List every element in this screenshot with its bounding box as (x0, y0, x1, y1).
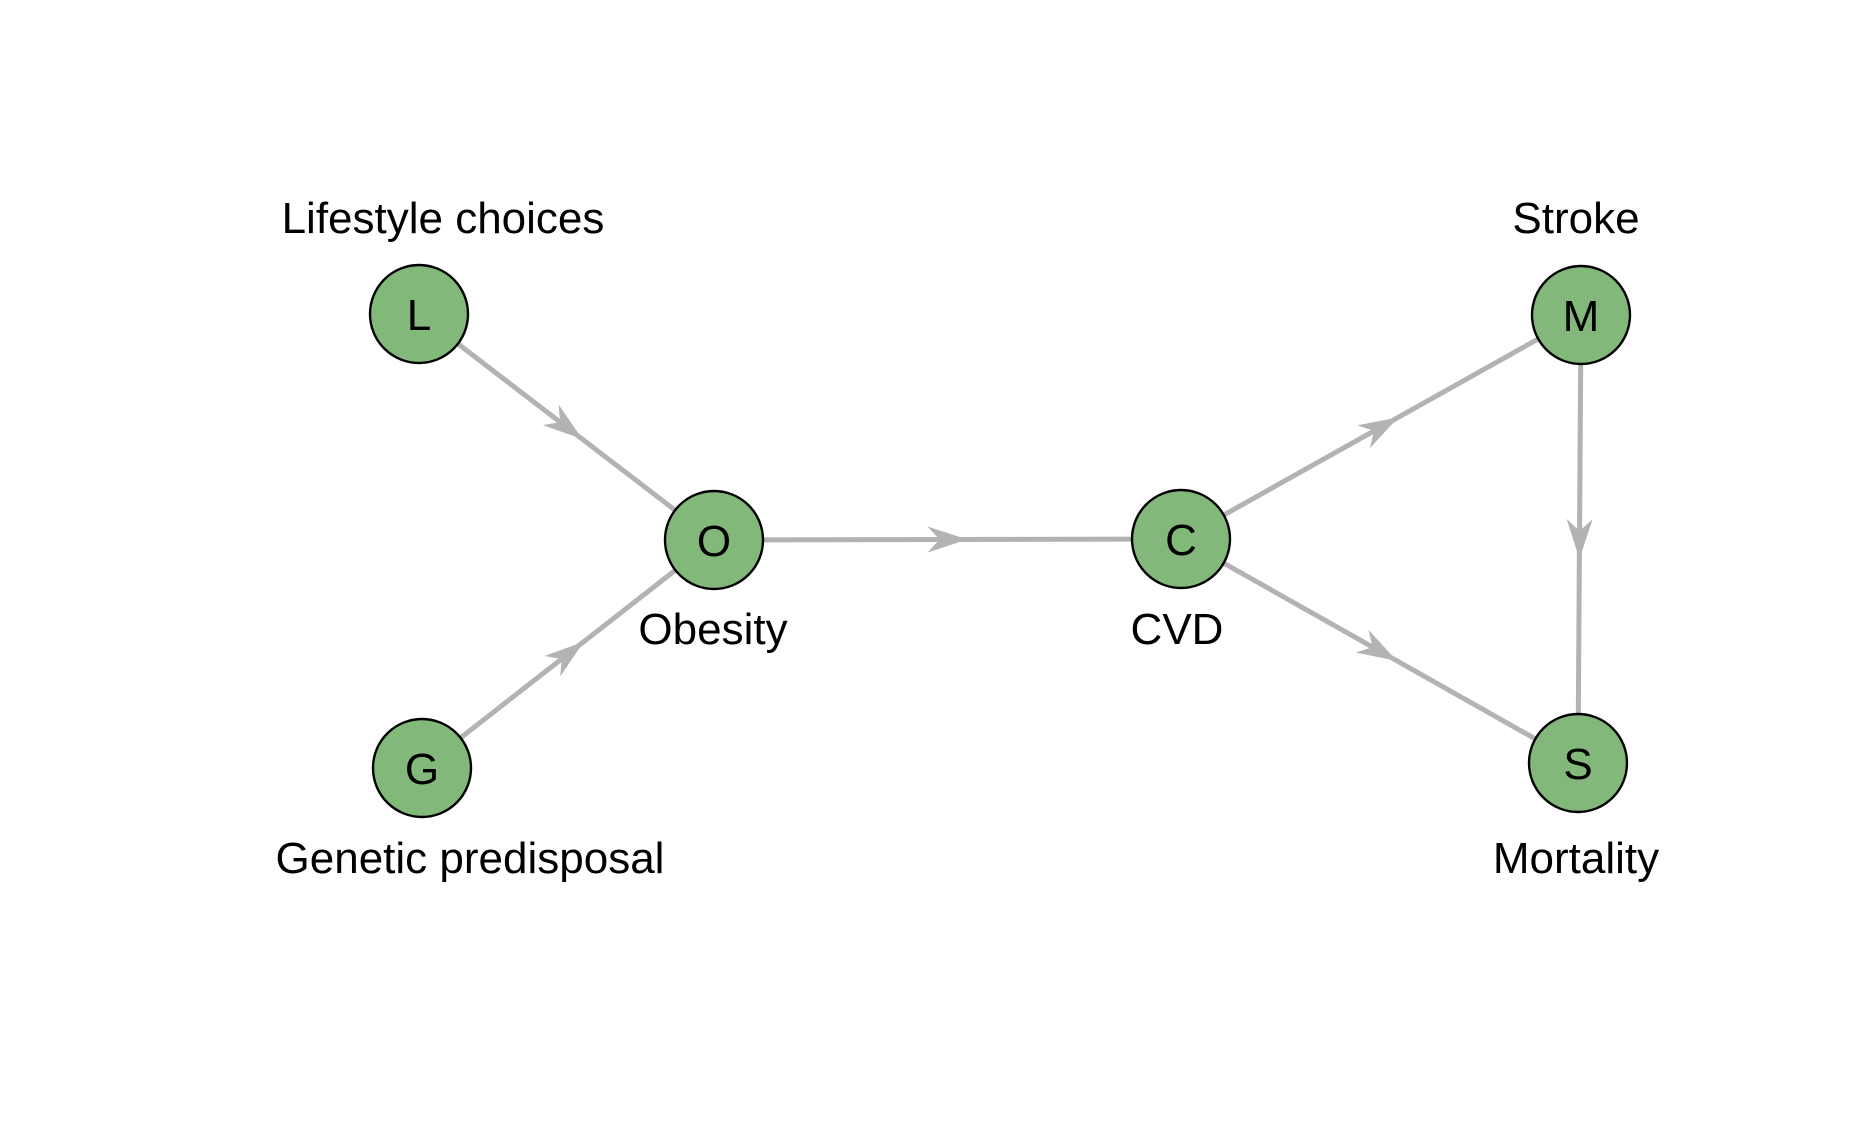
edge-L-O (417, 312, 716, 542)
edges-layer (417, 312, 1593, 770)
arrowhead (1355, 629, 1397, 661)
arrowhead (544, 641, 584, 677)
node-cvd-circle (1130, 488, 1232, 590)
node-stroke-letter: M (1563, 292, 1600, 341)
arrowhead (1566, 518, 1593, 559)
nodes-layer: L Lifestyle choices G Genetic predisposa… (276, 194, 1660, 883)
node-obesity: O Obesity (638, 489, 788, 654)
node-obesity-letter: O (697, 517, 731, 566)
node-lifestyle-letter: L (407, 291, 431, 340)
node-genetic-circle (371, 717, 473, 819)
node-obesity-label: Obesity (638, 605, 787, 654)
node-genetic: G Genetic predisposal (276, 717, 665, 883)
node-lifestyle: L Lifestyle choices (282, 194, 605, 365)
edge-C-S (1179, 536, 1580, 766)
arrowhead (542, 404, 583, 440)
node-stroke-label: Stroke (1512, 194, 1639, 243)
node-genetic-letter: G (405, 745, 439, 794)
node-mortality-label: Mortality (1493, 834, 1659, 883)
edge-M-S (1566, 314, 1593, 764)
node-mortality-letter: S (1563, 740, 1592, 789)
node-genetic-label: Genetic predisposal (276, 834, 665, 883)
node-cvd-letter: C (1165, 516, 1197, 565)
node-stroke: M Stroke (1512, 194, 1640, 366)
node-lifestyle-circle (368, 263, 470, 365)
node-mortality: S Mortality (1493, 712, 1659, 883)
arrowhead (927, 526, 968, 553)
node-stroke-circle (1530, 264, 1632, 366)
node-cvd-label: CVD (1131, 605, 1224, 654)
edge-O-C (713, 526, 1182, 553)
node-lifestyle-label: Lifestyle choices (282, 194, 605, 243)
arrowhead (1357, 417, 1399, 449)
node-obesity-circle (663, 489, 765, 591)
edge-C-M (1179, 312, 1583, 542)
edge-G-O (420, 538, 716, 770)
node-cvd: C CVD (1130, 488, 1232, 654)
node-mortality-circle (1527, 712, 1629, 814)
